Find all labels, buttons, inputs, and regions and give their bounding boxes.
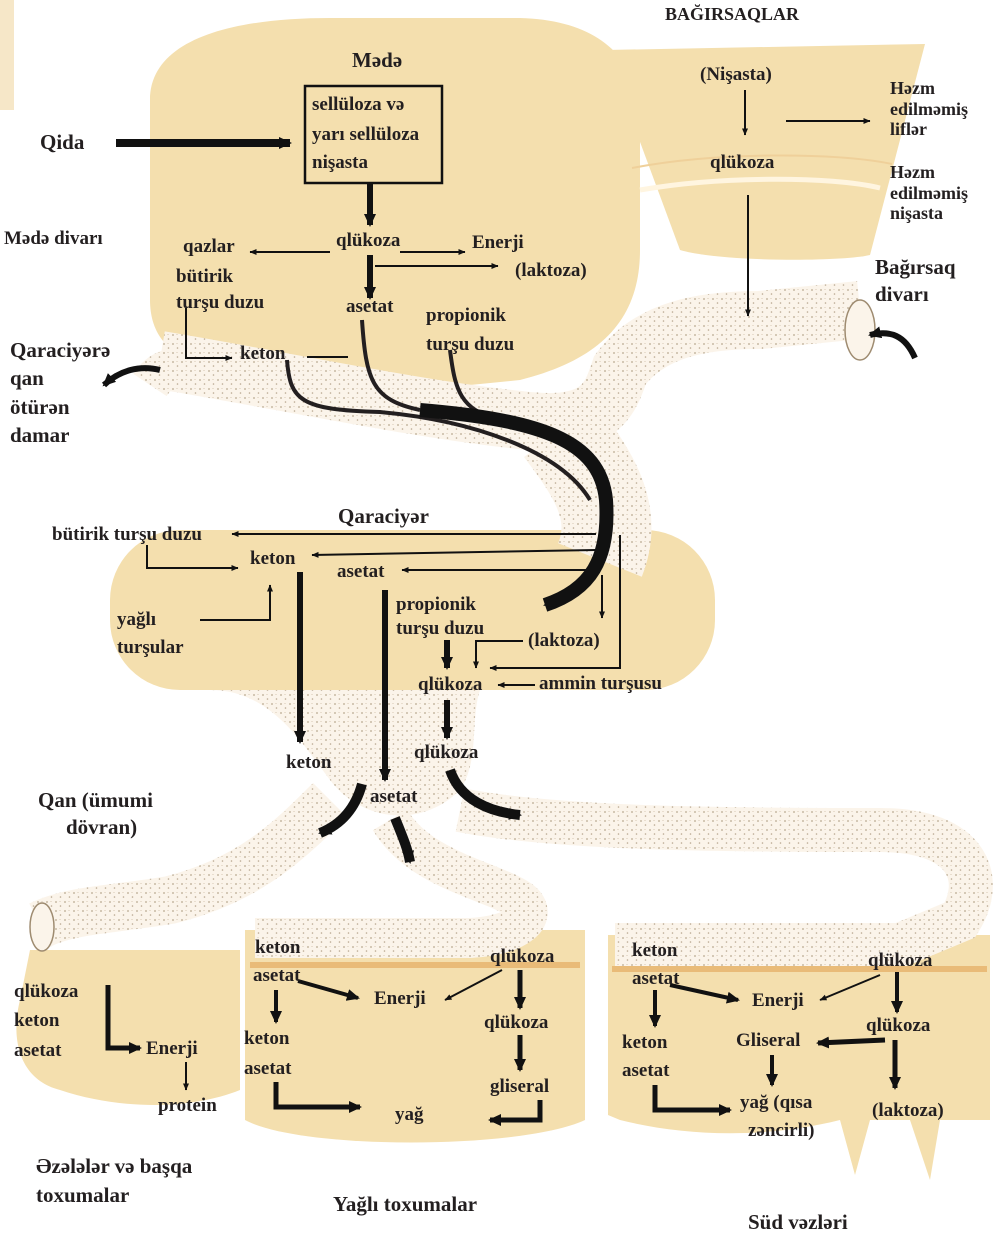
- page-edge: [0, 0, 14, 110]
- stomach-propionic-1: propionik: [426, 305, 506, 328]
- milk-gland-title: Süd vəzləri: [748, 1210, 848, 1235]
- muscle-inputs: qlükoza keton asetat: [14, 977, 78, 1065]
- milk-ketone: keton: [632, 940, 677, 963]
- fat-acetate: asetat: [253, 965, 300, 988]
- intestine-starch: (Nişasta): [700, 64, 772, 87]
- fat-ketone: keton: [255, 937, 300, 960]
- blood-label: Qan (ümumi dövran): [38, 787, 153, 842]
- liver-butyric: bütirik turşu duzu: [52, 524, 202, 547]
- vessel-end-right: [845, 300, 875, 360]
- muscle-input-3: asetat: [14, 1036, 78, 1065]
- blood-ketone: keton: [286, 752, 331, 775]
- muscle-input-1: qlükoza: [14, 977, 78, 1006]
- blood-label-2: dövran): [38, 814, 153, 841]
- muscle-title-1: Əzələlər və başqa: [36, 1152, 192, 1181]
- fat-acetate2: asetat: [244, 1058, 291, 1081]
- stomach-acetate: asetat: [346, 296, 393, 319]
- undigested-fibers-3: liflər: [890, 119, 968, 140]
- undigested-starch-3: nişasta: [890, 203, 968, 224]
- fat-glucose2: qlükoza: [484, 1012, 548, 1035]
- portal-vein-1: Qaraciyərə: [10, 336, 110, 364]
- liver-lactose: (laktoza): [528, 630, 600, 653]
- stomach-butyric-1: bütirik: [176, 266, 233, 289]
- undigested-starch-2: edilməmiş: [890, 183, 968, 204]
- fat-tissue-title: Yağlı toxumalar: [333, 1192, 477, 1217]
- liver-propionic-1: propionik: [396, 594, 476, 617]
- blood-acetate: asetat: [370, 786, 417, 809]
- milk-fat-1: yağ (qısa: [740, 1092, 812, 1115]
- muscle-energy: Enerji: [146, 1038, 198, 1061]
- intestine-glucose: qlükoza: [710, 152, 774, 175]
- liver-amino: ammin turşusu: [539, 673, 662, 696]
- stomach-propionic-2: turşu duzu: [426, 334, 514, 357]
- milk-acetate: asetat: [632, 968, 679, 991]
- portal-vein-2: qan: [10, 364, 110, 392]
- undigested-fibers-1: Həzm: [890, 78, 968, 99]
- milk-fat-2: zəncirli): [748, 1120, 814, 1143]
- liver-acetate: asetat: [337, 561, 384, 584]
- muscle-title-2: toxumalar: [36, 1181, 192, 1210]
- portal-vein-4: damar: [10, 421, 110, 449]
- undigested-starch: Həzm edilməmiş nişasta: [890, 162, 968, 224]
- milk-glucose: qlükoza: [868, 950, 932, 973]
- portal-vein-label: Qaraciyərə qan ötürən damar: [10, 336, 110, 449]
- intestine-wall-1: Bağırsaq: [875, 254, 956, 281]
- blood-label-1: Qan (ümumi: [38, 787, 153, 814]
- undigested-fibers: Həzm edilməmiş liflər: [890, 78, 968, 140]
- food-label: Qida: [40, 130, 84, 155]
- milk-lactose: (laktoza): [872, 1100, 944, 1123]
- vessel-end-left: [30, 903, 54, 951]
- stomach-wall-label: Mədə divarı: [4, 228, 103, 251]
- fat-glyceral: gliseral: [490, 1076, 549, 1099]
- muscle-title: Əzələlər və başqa toxumalar: [36, 1152, 192, 1211]
- blood-glucose: qlükoza: [414, 742, 478, 765]
- stomach-glucose: qlükoza: [336, 230, 400, 253]
- box-line-1: sellüloza və: [312, 94, 404, 117]
- stomach-ketone: keton: [240, 343, 285, 366]
- milk-energy: Enerji: [752, 990, 804, 1013]
- stomach-gases: qazlar: [183, 236, 235, 259]
- intestine-wall-2: divarı: [875, 281, 956, 308]
- undigested-starch-1: Həzm: [890, 162, 968, 183]
- intestine-wall-label: Bağırsaq divarı: [875, 254, 956, 309]
- arrow-milk-glucose-gliseral: [818, 1040, 885, 1043]
- liver-fatty-2: turşular: [117, 637, 184, 660]
- arrow-intestine-wall: [870, 333, 915, 358]
- muscle-input-2: keton: [14, 1006, 78, 1035]
- milk-ketone2: keton: [622, 1032, 667, 1055]
- liver-ketone: keton: [250, 548, 295, 571]
- milk-glucose2: qlükoza: [866, 1015, 930, 1038]
- intestines-title: BAĞIRSAQLAR: [665, 4, 799, 26]
- portal-vein-3: ötürən: [10, 393, 110, 421]
- muscle-protein: protein: [158, 1095, 217, 1118]
- liver-fatty-1: yağlı: [117, 609, 156, 632]
- milk-acetate2: asetat: [622, 1060, 669, 1083]
- stomach-energy: Enerji: [472, 232, 524, 255]
- liver-title: Qaraciyər: [338, 504, 429, 529]
- stomach-title: Mədə: [352, 48, 402, 73]
- fat-product: yağ: [395, 1104, 424, 1127]
- undigested-fibers-2: edilməmiş: [890, 99, 968, 120]
- stomach-lactose: (laktoza): [515, 260, 587, 283]
- box-line-3: nişasta: [312, 152, 368, 175]
- liver-propionic-2: turşu duzu: [396, 618, 484, 641]
- box-line-2: yarı sellüloza: [312, 124, 419, 147]
- stomach-butyric-2: turşu duzu: [176, 292, 264, 315]
- fat-glucose: qlükoza: [490, 946, 554, 969]
- fat-ketone2: keton: [244, 1028, 289, 1051]
- milk-glyceral: Gliseral: [736, 1030, 800, 1053]
- fat-energy: Enerji: [374, 988, 426, 1011]
- liver-glucose: qlükoza: [418, 674, 482, 697]
